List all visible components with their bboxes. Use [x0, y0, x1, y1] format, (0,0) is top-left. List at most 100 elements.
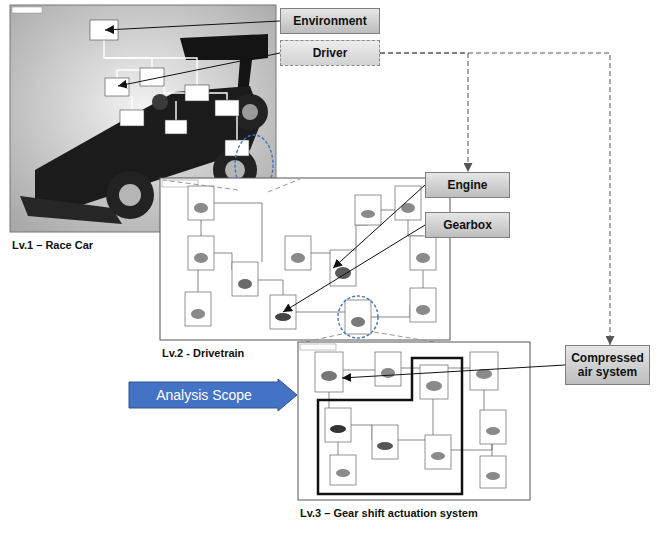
pointer-arrow: [283, 225, 425, 312]
flow-line: [451, 444, 492, 450]
block: [232, 262, 258, 296]
block-icon: [194, 253, 208, 263]
block: [120, 110, 144, 126]
block-icon: [321, 371, 337, 381]
block: [315, 352, 343, 392]
level-panel: Lv.2 - Drivetrain: [160, 178, 450, 340]
wire: [236, 116, 237, 140]
wheel: [106, 171, 154, 219]
zoom-line: [163, 180, 238, 190]
helmet: [152, 94, 168, 110]
flow-line: [338, 442, 339, 455]
block-icon: [336, 469, 350, 477]
flow-line: [433, 399, 434, 435]
context-box: Environment: [280, 8, 380, 34]
zoom-line: [374, 332, 440, 343]
pointer-arrow: [333, 185, 425, 268]
block-icon: [377, 442, 393, 450]
scope-arrow: Analysis Scope: [128, 378, 298, 412]
level-caption: Lv.2 - Drivetrain: [162, 343, 244, 361]
level-panel: Lv.1 – Race Car: [10, 5, 276, 232]
block-icon: [330, 425, 346, 433]
node-label: Environment: [293, 14, 366, 28]
block: [188, 186, 214, 220]
flow-line: [214, 253, 232, 270]
level-frame: [160, 178, 450, 340]
wheel-rim: [119, 184, 141, 206]
flow-line: [398, 440, 425, 441]
block: [345, 300, 371, 334]
block-icon: [275, 313, 291, 321]
block: [285, 236, 311, 270]
block: [480, 410, 506, 444]
block: [480, 456, 506, 488]
node-label: Driver: [313, 46, 348, 60]
node-label: Gearbox: [443, 218, 492, 232]
block: [188, 236, 214, 270]
block: [375, 352, 401, 386]
level-label: Lv.2 - Drivetrain: [162, 347, 244, 359]
node-label: Analysis Scope: [156, 387, 252, 403]
level-panel: Lv.3 – Gear shift actuation system: [298, 342, 530, 500]
flow-line: [423, 270, 424, 288]
block-icon: [238, 279, 252, 289]
component-box: Compressed air system: [565, 345, 650, 385]
pointer-arrow: [105, 21, 280, 30]
dashed-arrow: [380, 53, 468, 172]
arrow-fill: [129, 379, 297, 411]
flow-line: [492, 444, 493, 456]
context-box: Driver: [280, 40, 380, 66]
block-icon: [191, 309, 205, 319]
zoom-line: [268, 179, 300, 192]
block-icon: [416, 253, 430, 263]
flow-line: [381, 210, 395, 211]
node-label: Compressed air system: [571, 351, 644, 379]
flow-line: [296, 312, 345, 313]
level-label: Lv.1 – Race Car: [12, 239, 93, 251]
block: [330, 455, 356, 485]
block: [425, 435, 451, 469]
wire: [175, 101, 176, 120]
level-label: Lv.3 – Gear shift actuation system: [300, 507, 478, 519]
block-icon: [416, 305, 430, 315]
component-box: Engine: [425, 172, 510, 198]
block: [355, 195, 381, 225]
block: [225, 140, 249, 156]
wire: [104, 40, 152, 70]
pointer-arrow: [118, 53, 280, 86]
flow-line: [201, 220, 202, 236]
block: [410, 236, 436, 270]
block: [420, 365, 448, 399]
block-icon: [351, 317, 365, 327]
block-icon: [486, 427, 500, 435]
zoom-ellipse: [338, 296, 378, 338]
level-caption: Lv.3 – Gear shift actuation system: [300, 503, 478, 521]
flow-line: [343, 370, 375, 371]
flow-line: [198, 270, 199, 292]
block: [410, 288, 436, 322]
block-icon: [381, 368, 395, 378]
wire: [164, 86, 227, 100]
block: [165, 120, 187, 134]
dashed-arrow: [380, 53, 610, 345]
level-frame: [298, 342, 530, 500]
flow-line: [311, 253, 330, 254]
block: [215, 100, 239, 116]
flow-line: [351, 425, 372, 440]
block-icon: [194, 203, 208, 213]
pointer-arrow: [342, 365, 565, 378]
block: [185, 292, 211, 326]
block: [395, 186, 421, 220]
node-label: Engine: [447, 178, 487, 192]
frame-tab: [12, 7, 42, 13]
block: [185, 85, 209, 101]
block-icon: [426, 381, 442, 391]
block-icon: [335, 267, 351, 279]
block: [325, 408, 351, 442]
block: [372, 425, 398, 459]
block-icon: [291, 253, 305, 263]
block: [470, 352, 498, 390]
